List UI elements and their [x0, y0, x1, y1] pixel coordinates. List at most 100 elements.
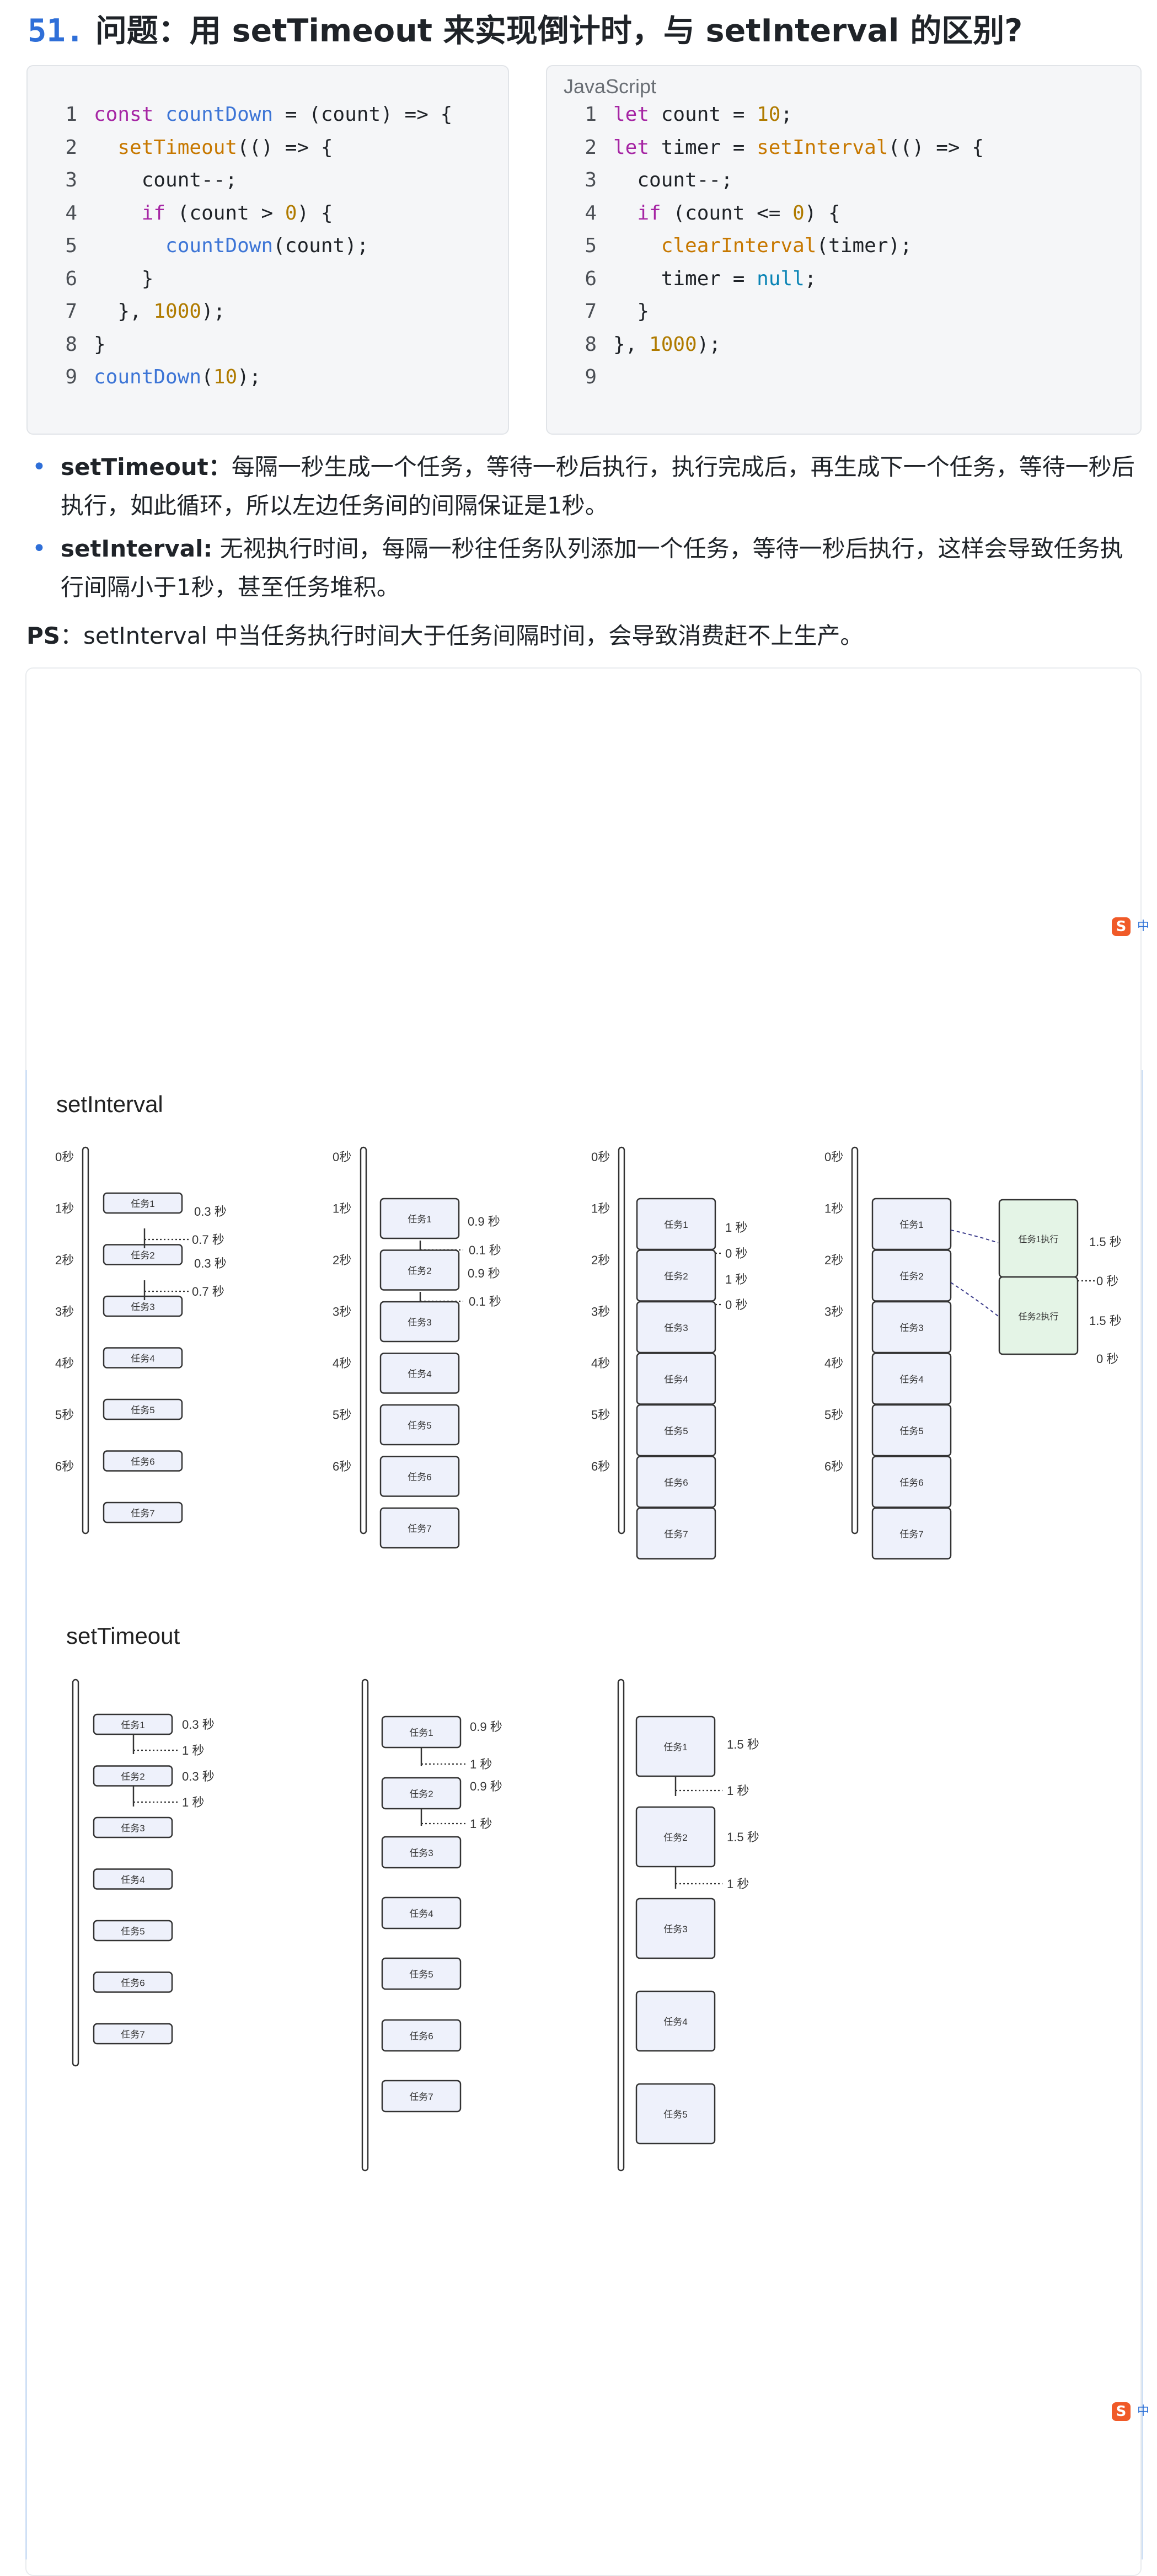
- time-label: 4秒: [55, 1356, 74, 1370]
- timeline-bar: [82, 1146, 89, 1535]
- time-label: 5秒: [333, 1408, 351, 1422]
- duration-label: 0 秒: [1096, 1352, 1118, 1366]
- task-box: [636, 1198, 716, 1250]
- task-label: 任务4: [409, 1909, 433, 1919]
- task-label: 任务6: [131, 1457, 154, 1467]
- task-label: 任务2: [664, 1271, 688, 1282]
- dashed-arrow: [950, 1230, 999, 1243]
- task-label: 任务7: [409, 2092, 433, 2102]
- task-label: 任务1执行: [1019, 1234, 1059, 1244]
- task-label: 任务7: [899, 1529, 923, 1540]
- task-label: 任务5: [408, 1420, 431, 1431]
- task-box: [636, 1507, 716, 1560]
- task-box: [381, 2019, 462, 2052]
- task-label: 任务4: [663, 2017, 687, 2027]
- time-label: 1秒: [591, 1202, 610, 1216]
- task-label: 任务3: [121, 1823, 144, 1834]
- task-label: 任务4: [664, 1375, 688, 1385]
- task-box: [103, 1398, 183, 1420]
- settimeout-heading: setTimeout: [66, 1623, 180, 1649]
- duration-label: 0.7 秒: [192, 1233, 224, 1247]
- task-box: [636, 1301, 716, 1354]
- task-box: [381, 1896, 462, 1930]
- task-box: [379, 1353, 460, 1394]
- task-box: [93, 1816, 173, 1839]
- task-box: [381, 1957, 462, 1990]
- task-label: 任务2: [121, 1772, 144, 1782]
- frame-edge-right: [1142, 1070, 1143, 2559]
- duration-label: 1 秒: [725, 1273, 747, 1286]
- task-box: [635, 2083, 716, 2145]
- time-label: 6秒: [55, 1460, 74, 1473]
- duration-label: 0 秒: [725, 1298, 747, 1312]
- task-label: 任务5: [899, 1426, 923, 1436]
- time-label: 2秒: [55, 1253, 74, 1267]
- task-box: [998, 1276, 1079, 1355]
- bullet-text: 无视执行时间，每隔一秒往任务队列添加一个任务，等待一秒后执行，这样会导致任务执行…: [61, 535, 1123, 601]
- task-box: [871, 1249, 952, 1302]
- time-label: 1秒: [55, 1202, 74, 1216]
- duration-label: 0.7 秒: [192, 1285, 224, 1298]
- duration-label: 0.9 秒: [468, 1266, 500, 1280]
- time-label: 3秒: [55, 1305, 74, 1319]
- task-label: 任务3: [131, 1302, 154, 1312]
- task-label: 任务4: [121, 1875, 144, 1885]
- setinterval-heading: setInterval: [56, 1091, 163, 1117]
- question-text: 问题：用 setTimeout 来实现倒计时，与 setInterval 的区别…: [95, 13, 1023, 49]
- task-box: [103, 1450, 183, 1472]
- task-label: 任务2: [899, 1271, 923, 1282]
- time-label: 5秒: [591, 1408, 610, 1422]
- task-box: [871, 1507, 952, 1560]
- task-label: 任务7: [121, 2029, 144, 2040]
- task-box: [636, 1404, 716, 1457]
- task-box: [636, 1249, 716, 1302]
- time-label: 0秒: [55, 1150, 74, 1164]
- task-box: [103, 1347, 183, 1369]
- task-label: 任务6: [409, 2031, 433, 2041]
- task-label: 任务1: [121, 1720, 144, 1730]
- task-box: [871, 1353, 952, 1405]
- diagram-frame: [25, 667, 1142, 2576]
- task-box: [871, 1198, 952, 1250]
- task-label: 任务5: [409, 1969, 433, 1980]
- task-box: [103, 1501, 183, 1524]
- task-label: 任务7: [664, 1529, 688, 1540]
- time-label: 1秒: [824, 1202, 843, 1216]
- task-label: 任务1: [408, 1214, 431, 1225]
- task-label: 任务5: [131, 1405, 154, 1415]
- duration-label: 1 秒: [725, 1221, 747, 1234]
- task-label: 任务3: [408, 1317, 431, 1328]
- task-label: 任务2执行: [1019, 1312, 1059, 1322]
- time-label: 1秒: [333, 1202, 351, 1216]
- task-label: 任务6: [121, 1978, 144, 1989]
- page-title: 51. 问题：用 setTimeout 来实现倒计时，与 setInterval…: [28, 6, 1022, 51]
- task-box: [93, 1920, 173, 1942]
- task-label: 任务4: [899, 1375, 923, 1385]
- time-label: 6秒: [333, 1460, 351, 1473]
- task-label: 任务3: [663, 1924, 687, 1934]
- task-box: [379, 1249, 460, 1291]
- timeline-bar: [72, 1679, 79, 2067]
- duration-label: 0 秒: [1096, 1274, 1118, 1288]
- task-label: 任务6: [408, 1472, 431, 1483]
- time-label: 2秒: [333, 1253, 351, 1267]
- task-label: 任务7: [408, 1524, 431, 1534]
- duration-label: 0.9 秒: [470, 1720, 502, 1734]
- task-label: 任务6: [899, 1478, 923, 1488]
- timing-diagram: setInterval setTimeout 0秒1秒2秒3秒4秒5秒6秒任务1…: [55, 1091, 1122, 2172]
- task-label: 任务2: [131, 1250, 154, 1261]
- task-box: [379, 1301, 460, 1343]
- ps-note: PS：setInterval 中当任务执行时间大于任务间隔时间，会导致消费赶不上…: [26, 622, 864, 649]
- task-box: [636, 1456, 716, 1508]
- time-label: 5秒: [55, 1408, 74, 1422]
- time-label: 0秒: [591, 1150, 610, 1164]
- frame-edge-left: [25, 1070, 27, 2559]
- task-box: [636, 1353, 716, 1405]
- duration-label: 0.9 秒: [468, 1215, 500, 1228]
- list-item: •setTimeout：每隔一秒生成一个任务，等待一秒后执行，执行完成后，再生成…: [32, 453, 1135, 519]
